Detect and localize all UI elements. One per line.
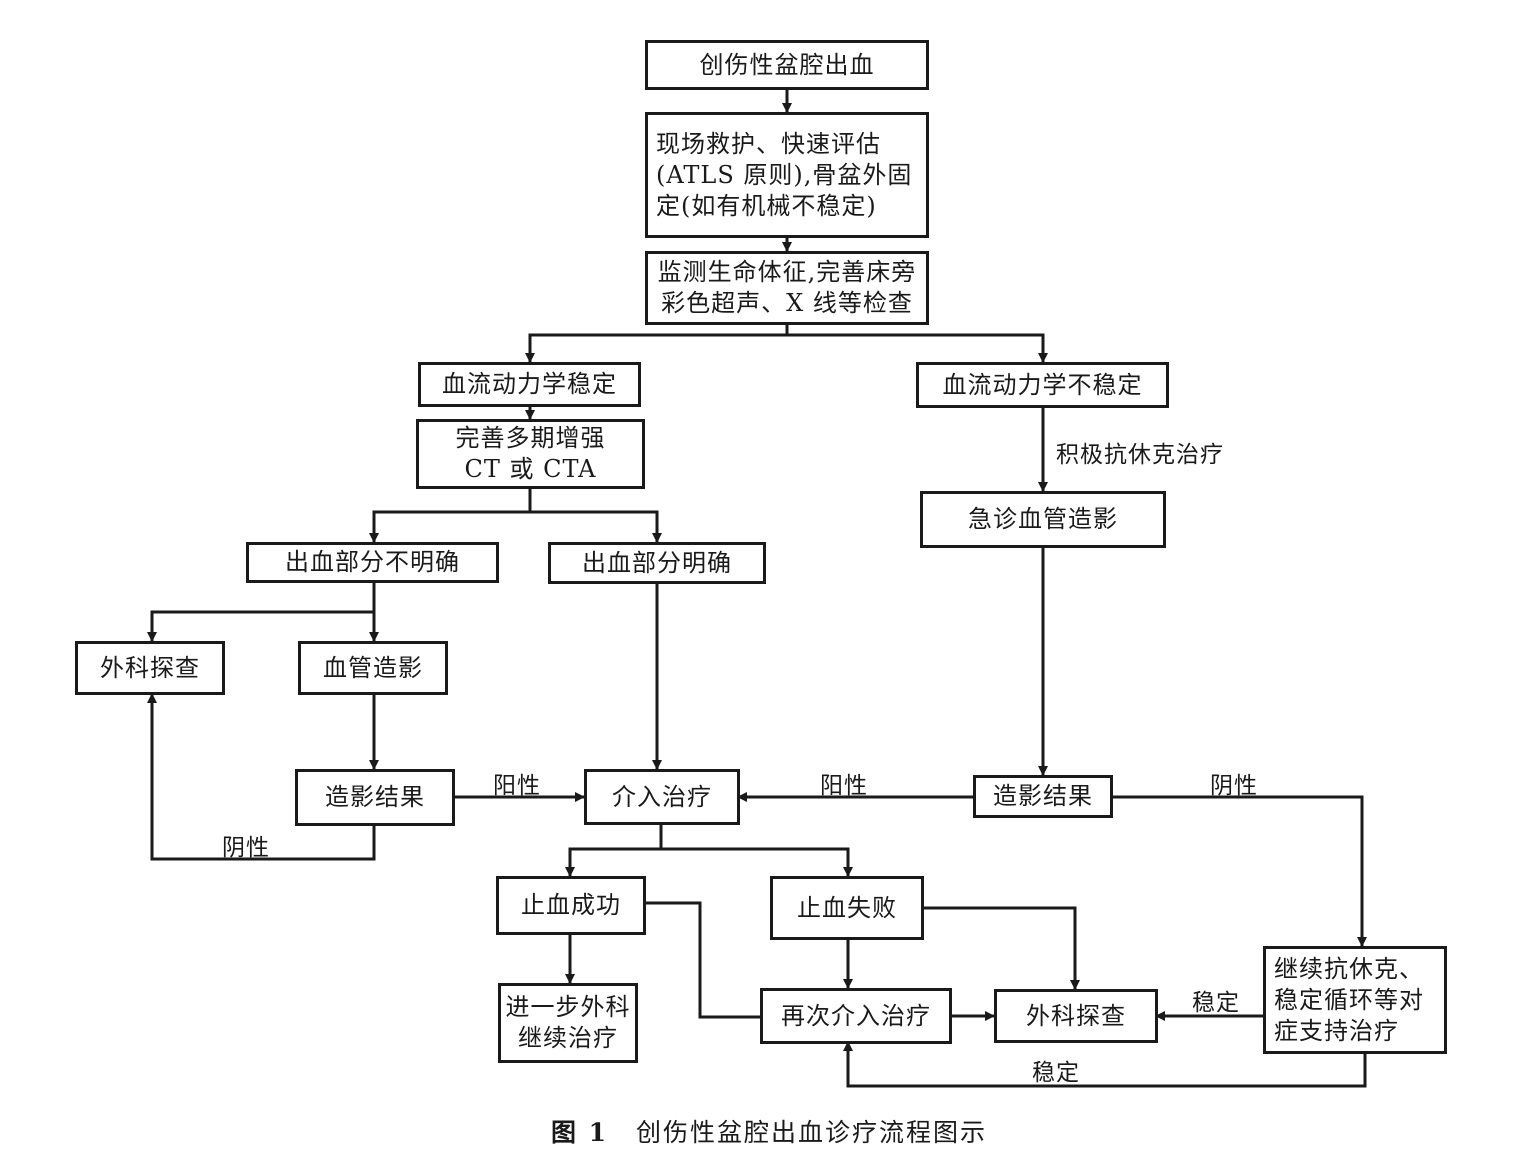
node-bleed-clear: 出血部分明确: [548, 542, 766, 584]
node-field-rescue: 现场救护、快速评估 (ATLS 原则),骨盆外固 定(如有机械不稳定): [645, 112, 929, 238]
edge-intervention-split-left: [565, 823, 663, 877]
edge-success-to-reintervention: [644, 901, 760, 1019]
edge-result-negative-to-surgery: [147, 693, 376, 861]
label-stable-right: 稳定: [1192, 990, 1240, 1016]
edge-monitor-to-unstable: [787, 333, 1048, 363]
node-hemostasis-success: 止血成功: [496, 876, 646, 935]
edge-ct-split-left: [369, 487, 532, 543]
node-stable: 血流动力学稳定: [418, 362, 641, 407]
edge-intervention-split-right: [661, 847, 853, 877]
label-negative-left: 阴性: [222, 835, 270, 861]
edge-unclear-split-left: [147, 581, 376, 642]
node-surgery-left: 外科探查: [75, 641, 225, 695]
node-angiography: 血管造影: [298, 641, 448, 695]
node-intervention: 介入治疗: [584, 769, 740, 825]
node-emergency-angio: 急诊血管造影: [920, 491, 1166, 548]
node-monitor: 监测生命体征,完善床旁 彩色超声、X 线等检查: [645, 251, 929, 325]
node-surgery-bottom: 外科探查: [994, 989, 1158, 1043]
node-continue-shock: 继续抗休克、 稳定循环等对 症支持治疗: [1263, 946, 1447, 1054]
node-ct: 完善多期增强 CT 或 CTA: [416, 419, 645, 489]
edge-ct-split-right: [530, 510, 662, 543]
node-angio-result-right: 造影结果: [973, 775, 1113, 818]
node-start: 创伤性盆腔出血: [645, 40, 929, 90]
node-re-intervention: 再次介入治疗: [760, 988, 952, 1044]
label-positive-left: 阳性: [493, 773, 541, 799]
figure-caption: 图 1 创伤性盆腔出血诊疗流程图示: [0, 1113, 1538, 1149]
edge-fail-to-surgery: [922, 906, 1080, 990]
edge-monitor-split: [525, 323, 789, 363]
node-hemostasis-fail: 止血失败: [770, 876, 924, 940]
figure-number: 图 1: [550, 1118, 609, 1147]
node-further-treatment: 进一步外科 继续治疗: [498, 983, 638, 1063]
figure-title: 创伤性盆腔出血诊疗流程图示: [636, 1118, 988, 1147]
node-angio-result-left: 造影结果: [295, 769, 455, 826]
node-unstable: 血流动力学不稳定: [916, 362, 1169, 408]
label-anti-shock: 积极抗休克治疗: [1056, 442, 1224, 468]
edge-shock-stable-loop: [843, 1041, 1367, 1088]
node-bleed-unclear: 出血部分不明确: [246, 542, 499, 583]
edge-right-result-negative: [1111, 795, 1367, 947]
label-positive-right: 阳性: [820, 773, 868, 799]
label-negative-right: 阴性: [1210, 773, 1258, 799]
label-stable-bottom: 稳定: [1032, 1060, 1080, 1086]
